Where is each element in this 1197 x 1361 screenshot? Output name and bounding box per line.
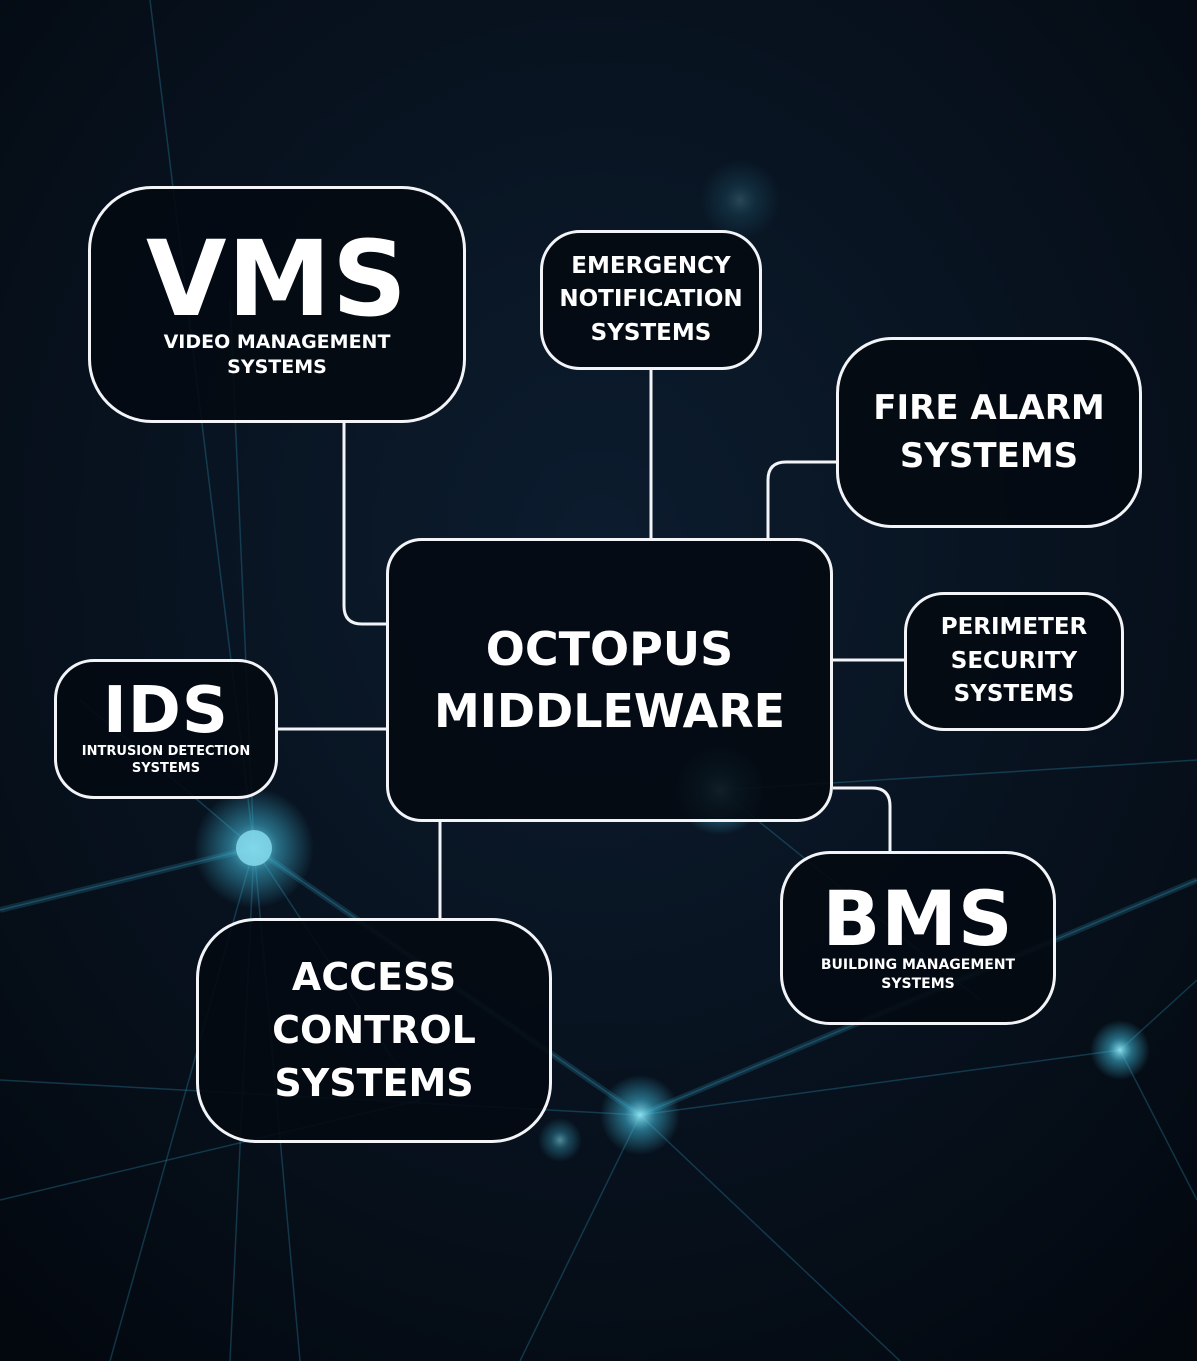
connector-bms	[833, 786, 892, 851]
vms-subtitle-line1: VIDEO MANAGEMENT	[163, 331, 391, 354]
center-label-line2: MIDDLEWARE	[433, 684, 786, 738]
center-label-line1: OCTOPUS	[485, 621, 734, 676]
bms-node: BMS BUILDING MANAGEMENT SYSTEMS	[780, 851, 1056, 1025]
access-label-line1: ACCESS	[291, 954, 457, 999]
ens-label-line2: NOTIFICATION	[559, 286, 743, 313]
vms-subtitle-line2: SYSTEMS	[227, 355, 327, 378]
bms-subtitle-line2: SYSTEMS	[881, 976, 955, 993]
fire-label-line2: SYSTEMS	[899, 435, 1079, 476]
ids-subtitle-line1: INTRUSION DETECTION	[81, 743, 251, 759]
fire-label-line1: FIRE ALARM	[873, 387, 1105, 428]
ens-label-line1: EMERGENCY	[571, 252, 731, 279]
ids-subtitle-line2: SYSTEMS	[131, 761, 201, 777]
perimeter-label-line1: PERIMETER	[940, 614, 1088, 641]
ens-label-line3: SYSTEMS	[590, 319, 712, 346]
emergency-notification-node: EMERGENCY NOTIFICATION SYSTEMS	[540, 230, 762, 370]
access-label-line3: SYSTEMS	[274, 1061, 474, 1106]
connector-fire	[766, 460, 836, 538]
perimeter-label-line3: SYSTEMS	[953, 681, 1075, 708]
fire-alarm-node: FIRE ALARM SYSTEMS	[836, 337, 1142, 528]
bms-subtitle-line1: BUILDING MANAGEMENT	[820, 957, 1016, 974]
connector-vms	[342, 423, 386, 626]
access-control-node: ACCESS CONTROL SYSTEMS	[196, 918, 552, 1143]
octopus-middleware-node: OCTOPUS MIDDLEWARE	[386, 538, 833, 822]
access-label-line2: CONTROL	[272, 1007, 476, 1052]
perimeter-label-line2: SECURITY	[950, 647, 1078, 674]
vms-node: VMS VIDEO MANAGEMENT SYSTEMS	[88, 186, 466, 423]
vms-acronym: VMS	[146, 218, 408, 341]
ids-acronym: IDS	[102, 674, 230, 748]
perimeter-security-node: PERIMETER SECURITY SYSTEMS	[904, 592, 1124, 731]
bms-acronym: BMS	[822, 874, 1014, 964]
ids-node: IDS INTRUSION DETECTION SYSTEMS	[54, 659, 278, 799]
